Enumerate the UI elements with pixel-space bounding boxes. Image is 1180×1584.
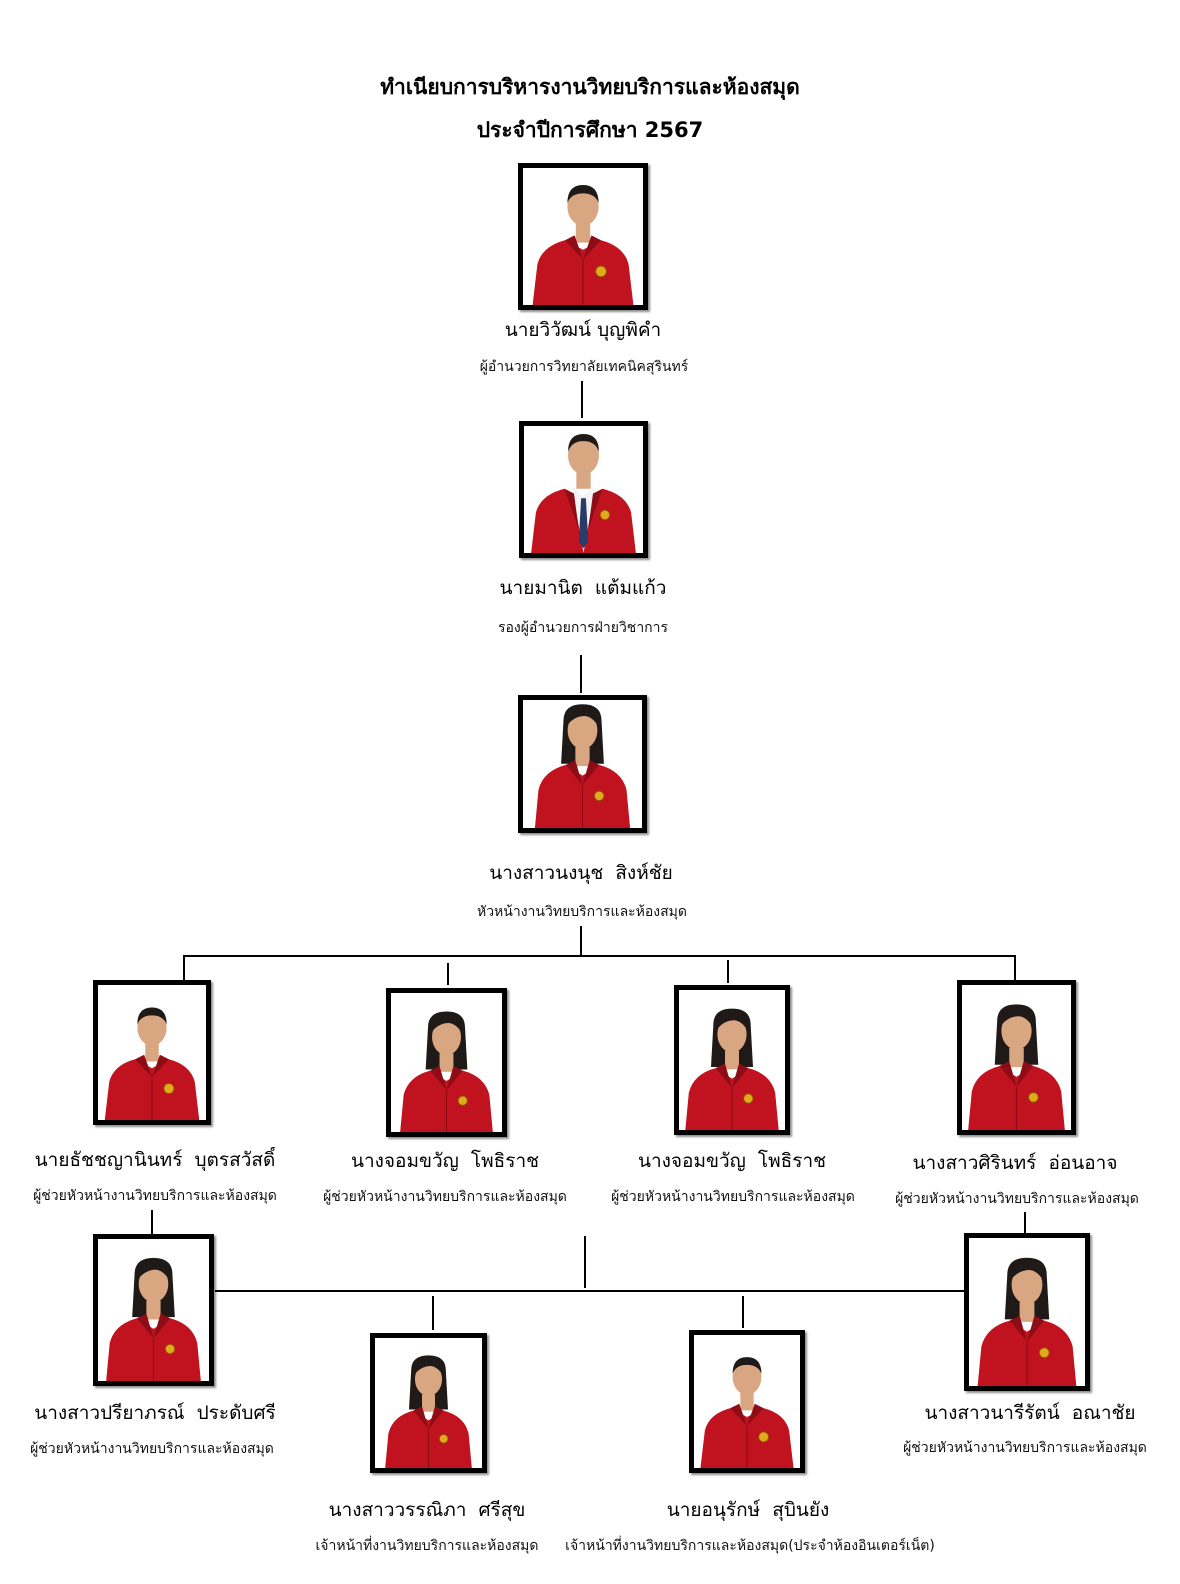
connector-line — [215, 1290, 965, 1292]
portrait-photo-staff — [370, 1333, 487, 1473]
person-name: นางจอมขวัญ โพธิราช — [350, 1150, 540, 1172]
person-name: นายมานิต แต้มแก้ว — [499, 577, 667, 599]
person-portrait-image — [699, 1356, 795, 1468]
portrait-photo-director — [518, 163, 648, 310]
person-portrait-image — [977, 1257, 1077, 1386]
connector-line — [1014, 955, 1016, 980]
person-name: นายอนุรักษ์ สุบินยัง — [666, 1499, 830, 1521]
person-name: นางจอมขวัญ โพธิราช — [637, 1150, 827, 1172]
person-portrait-image — [967, 1003, 1066, 1130]
person-name: นายธัชชญานินทร์ บุตรสวัสดิ์ — [34, 1149, 276, 1171]
portrait-photo-head — [518, 695, 647, 833]
person-portrait-image — [684, 1008, 780, 1130]
portrait-photo-deputy-director — [519, 421, 648, 558]
connector-line — [1024, 1212, 1026, 1233]
person-name: นางสาววรรณิภา ศรีสุข — [328, 1499, 526, 1521]
person-portrait-image — [384, 1354, 473, 1468]
portrait-photo-assistant — [674, 985, 790, 1135]
portrait-photo-staff-internet — [689, 1330, 805, 1473]
portrait-photo-assistant — [957, 980, 1076, 1135]
person-name: นางสาวนงนุช สิงห์ชัย — [489, 862, 673, 884]
connector-line — [432, 1296, 434, 1330]
connector-line — [727, 960, 729, 983]
person-position: ผู้ช่วยหัวหน้างานวิทยบริการและห้องสมุด — [30, 1441, 274, 1457]
person-portrait-image — [105, 1257, 202, 1381]
connector-line — [581, 381, 583, 418]
person-name: นางสาวศิรินทร์ อ่อนอาจ — [912, 1152, 1118, 1174]
person-portrait-image — [530, 433, 637, 553]
person-position: ผู้ช่วยหัวหน้างานวิทยบริการและห้องสมุด — [33, 1188, 277, 1204]
person-position: เจ้าหน้าที่งานวิทยบริการและห้องสมุด(ประจ… — [565, 1538, 935, 1554]
person-position: เจ้าหน้าที่งานวิทยบริการและห้องสมุด — [315, 1538, 539, 1554]
portrait-photo-assistant — [93, 1234, 214, 1386]
person-name: นายวิวัฒน์ บุญพิคำ — [504, 319, 662, 341]
person-position: ผู้ช่วยหัวหน้างานวิทยบริการและห้องสมุด — [611, 1189, 855, 1205]
portrait-photo-assistant — [964, 1233, 1090, 1391]
person-position: ผู้ช่วยหัวหน้างานวิทยบริการและห้องสมุด — [895, 1191, 1139, 1207]
connector-line — [151, 1210, 153, 1234]
person-portrait-image — [399, 1010, 494, 1132]
portrait-photo-assistant — [386, 988, 507, 1137]
connector-line — [183, 955, 1016, 957]
chart-title: ทำเนียบการบริหารงานวิทยบริการและห้องสมุด — [380, 75, 800, 99]
person-position: ผู้ช่วยหัวหน้างานวิทยบริการและห้องสมุด — [903, 1440, 1147, 1456]
person-position: ผู้อำนวยการวิทยาลัยเทคนิคสุรินทร์ — [479, 359, 689, 375]
person-portrait-image — [531, 184, 635, 305]
connector-line — [183, 955, 185, 980]
chart-subtitle: ประจำปีการศึกษา 2567 — [476, 118, 704, 142]
connector-line — [447, 963, 449, 985]
person-name: นางสาวปรียาภรณ์ ประดับศรี — [34, 1402, 276, 1424]
connector-line — [580, 655, 582, 693]
connector-line — [742, 1296, 744, 1328]
person-position: หัวหน้างานวิทยบริการและห้องสมุด — [476, 904, 688, 920]
person-name: นางสาวนารีรัตน์ อณาชัย — [924, 1402, 1136, 1424]
person-position: ผู้ช่วยหัวหน้างานวิทยบริการและห้องสมุด — [323, 1189, 567, 1205]
person-portrait-image — [534, 703, 631, 828]
connector-line — [580, 926, 582, 956]
person-portrait-image — [104, 1006, 200, 1120]
person-position: รองผู้อำนวยการฝ่ายวิชาการ — [497, 620, 669, 636]
connector-line — [584, 1236, 586, 1288]
portrait-photo-assistant — [93, 980, 211, 1125]
